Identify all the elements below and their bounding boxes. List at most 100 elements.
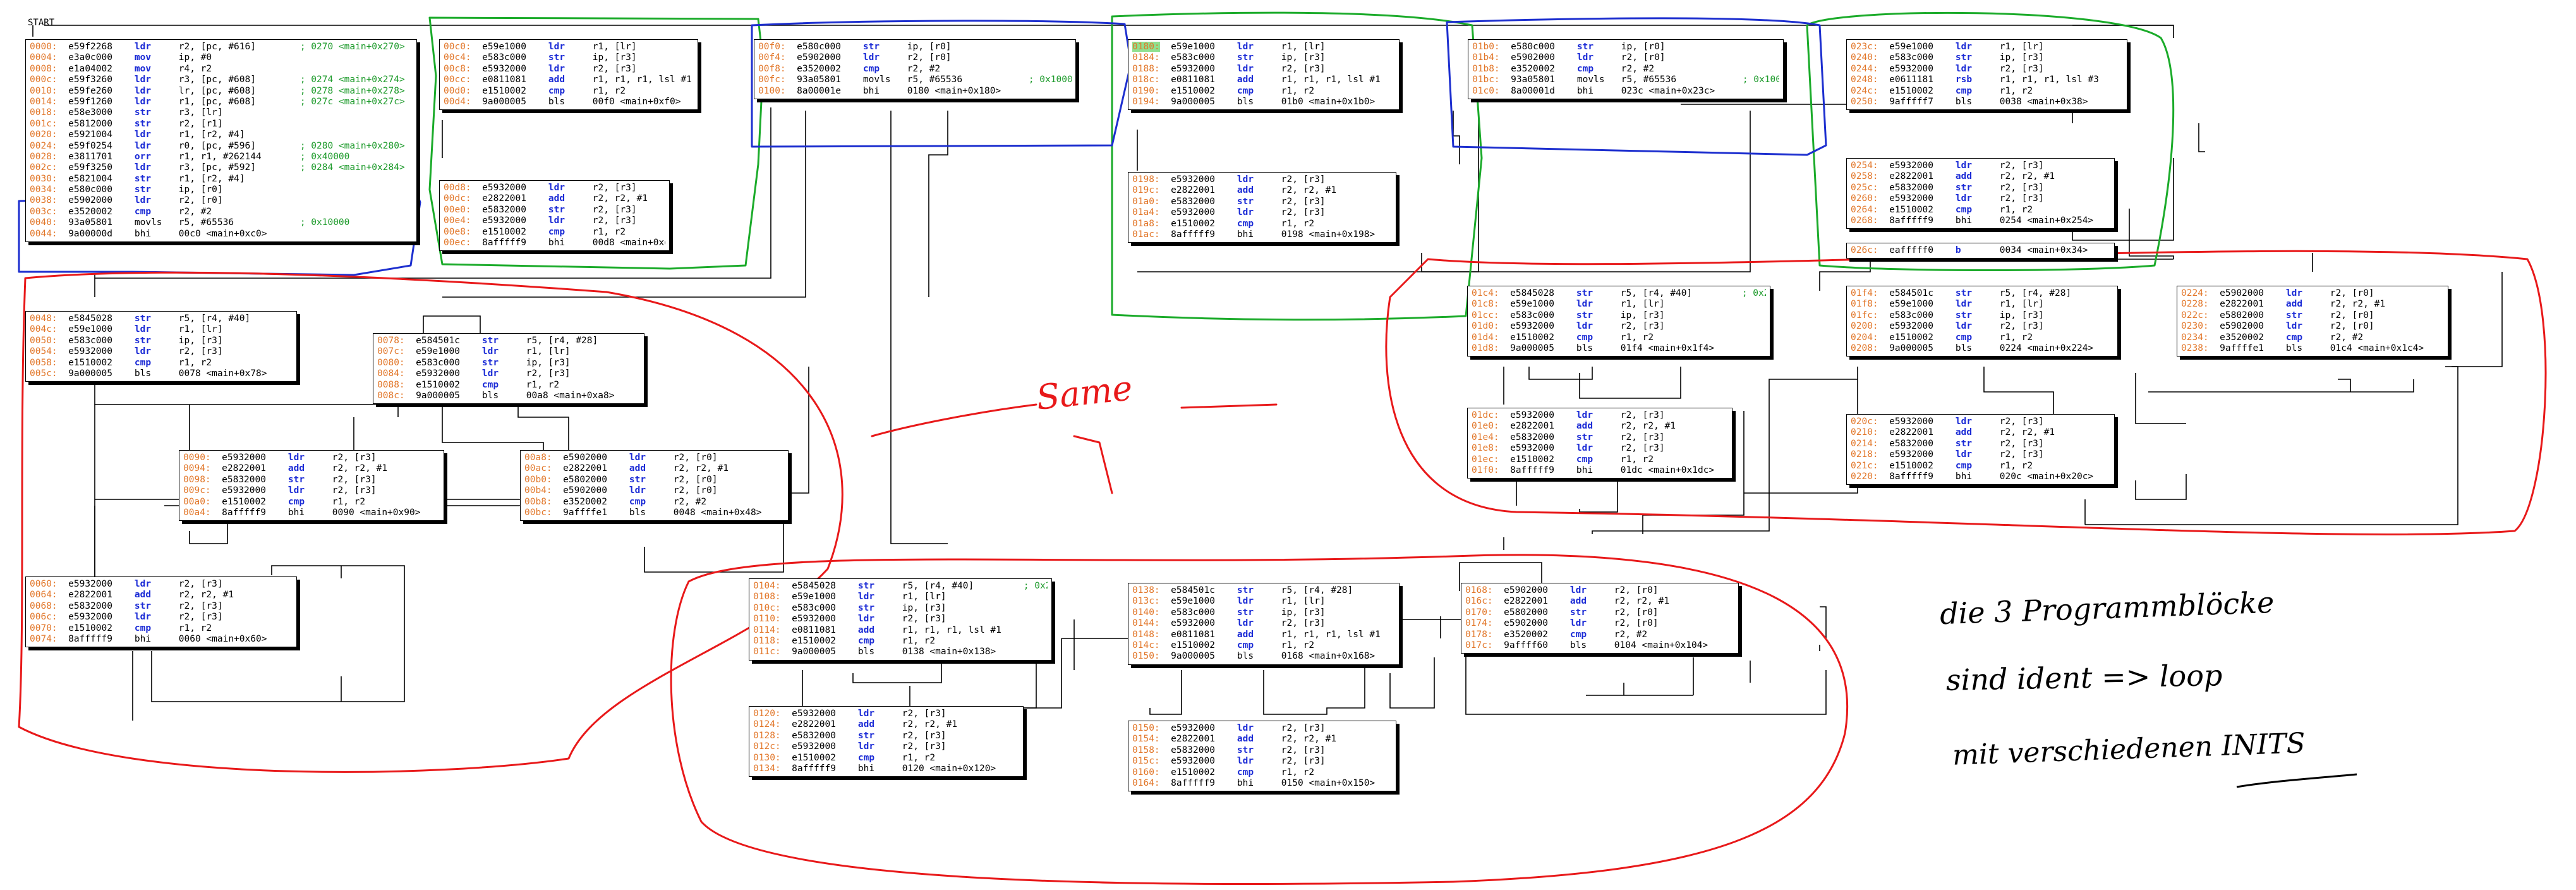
instruction-line[interactable]: 0018: e58e3000 str r3, [lr] <box>30 107 413 118</box>
instruction-line[interactable]: 0258: e2822001 add r2, r2, #1 <box>1851 171 2110 182</box>
instruction-line[interactable]: 00a4: 8afffff9 bhi 0090 <main+0x90> <box>183 508 440 518</box>
instruction-line[interactable]: 0170: e5802000 str r2, [r0] <box>1465 607 1734 618</box>
instruction-line[interactable]: 0218: e5932000 ldr r2, [r3] <box>1851 449 2110 460</box>
instruction-line[interactable]: 020c: e5932000 ldr r2, [r3] <box>1851 417 2110 427</box>
block-0150[interactable]: 0150: e5932000 ldr r2, [r3] 0154: e28220… <box>1128 721 1396 792</box>
instruction-line[interactable]: 0220: 8afffff9 bhi 020c <main+0x20c> <box>1851 472 2110 482</box>
block-01b0[interactable]: 01b0: e580c000 str ip, [r0] 01b4: e59020… <box>1468 39 1784 99</box>
instruction-line[interactable]: 00e4: e5932000 ldr r2, [r3] <box>444 216 665 226</box>
instruction-line[interactable]: 013c: e59e1000 ldr r1, [lr] <box>1132 596 1395 607</box>
instruction-line[interactable]: 00a0: e1510002 cmp r1, r2 <box>183 497 440 508</box>
instruction-line[interactable]: 0184: e583c000 str ip, [r3] <box>1132 52 1395 63</box>
instruction-line[interactable]: 0240: e583c000 str ip, [r3] <box>1851 52 2123 63</box>
instruction-line[interactable]: 00cc: e0811081 add r1, r1, r1, lsl #1 <box>444 75 694 85</box>
block-00c0[interactable]: 00c0: e59e1000 ldr r1, [lr] 00c4: e583c0… <box>439 39 698 111</box>
block-020c[interactable]: 020c: e5932000 ldr r2, [r3] 0210: e28220… <box>1846 414 2115 485</box>
instruction-line[interactable]: 01dc: e5932000 ldr r2, [r3] <box>1472 410 1728 421</box>
instruction-line[interactable]: 0210: e2822001 add r2, r2, #1 <box>1851 427 2110 438</box>
instruction-line[interactable]: 008c: 9a000005 bls 00a8 <main+0xa8> <box>377 391 640 401</box>
block-01c4[interactable]: 01c4: e5845028 str r5, [r4, #40] ; 0x280… <box>1467 286 1770 357</box>
instruction-line[interactable]: 009c: e5932000 ldr r2, [r3] <box>183 485 440 496</box>
instruction-line[interactable]: 00bc: 9affffe1 bls 0048 <main+0x48> <box>524 508 784 518</box>
instruction-line[interactable]: 00dc: e2822001 add r2, r2, #1 <box>444 193 665 204</box>
instruction-line[interactable]: 0010: e59fe260 ldr lr, [pc, #608] ; 0278… <box>30 86 413 97</box>
instruction-line[interactable]: 01ec: e1510002 cmp r1, r2 <box>1472 454 1728 465</box>
instruction-line[interactable]: 00e0: e5832000 str r2, [r3] <box>444 205 665 216</box>
block-0104[interactable]: 0104: e5845028 str r5, [r4, #40] ; 0x280… <box>749 578 1052 661</box>
instruction-line[interactable]: 0144: e5932000 ldr r2, [r3] <box>1132 618 1395 629</box>
instruction-line[interactable]: 01e4: e5832000 str r2, [r3] <box>1472 432 1728 443</box>
instruction-line[interactable]: 01ac: 8afffff9 bhi 0198 <main+0x198> <box>1132 229 1392 240</box>
instruction-line[interactable]: 012c: e5932000 ldr r2, [r3] <box>753 741 1019 752</box>
instruction-line[interactable]: 0260: e5932000 ldr r2, [r3] <box>1851 193 2110 204</box>
instruction-line[interactable]: 014c: e1510002 cmp r1, r2 <box>1132 640 1395 651</box>
instruction-line[interactable]: 004c: e59e1000 ldr r1, [lr] <box>30 324 293 335</box>
instruction-line[interactable]: 018c: e0811081 add r1, r1, r1, lsl #1 <box>1132 75 1395 85</box>
instruction-line[interactable]: 01f4: e584501c str r5, [r4, #28] <box>1851 288 2113 299</box>
instruction-line[interactable]: 0190: e1510002 cmp r1, r2 <box>1132 86 1395 97</box>
instruction-line[interactable]: 0008: e1a04002 mov r4, r2 <box>30 64 413 75</box>
instruction-line[interactable]: 0238: 9affffe1 bls 01c4 <main+0x1c4> <box>2181 343 2444 354</box>
block-026c[interactable]: 026c: eafffff0 b 0034 <main+0x34> <box>1846 243 2115 259</box>
instruction-line[interactable]: 00c0: e59e1000 ldr r1, [lr] <box>444 42 694 52</box>
instruction-line[interactable]: 01b0: e580c000 str ip, [r0] <box>1472 42 1779 52</box>
instruction-line[interactable]: 0150: 9a000005 bls 0168 <main+0x168> <box>1132 651 1395 662</box>
instruction-line[interactable]: 00c4: e583c000 str ip, [r3] <box>444 52 694 63</box>
instruction-line[interactable]: 0214: e5832000 str r2, [r3] <box>1851 439 2110 449</box>
instruction-line[interactable]: 0024: e59f0254 ldr r0, [pc, #596] ; 0280… <box>30 141 413 152</box>
instruction-line[interactable]: 0034: e580c000 str ip, [r0] <box>30 185 413 195</box>
instruction-line[interactable]: 002c: e59f3250 ldr r3, [pc, #592] ; 0284… <box>30 162 413 173</box>
instruction-line[interactable]: 0070: e1510002 cmp r1, r2 <box>30 623 293 634</box>
instruction-line[interactable]: 0068: e5832000 str r2, [r3] <box>30 601 293 612</box>
instruction-line[interactable]: 0050: e583c000 str ip, [r3] <box>30 336 293 346</box>
instruction-line[interactable]: 0088: e1510002 cmp r1, r2 <box>377 380 640 391</box>
block-0254[interactable]: 0254: e5932000 ldr r2, [r3] 0258: e28220… <box>1846 158 2115 229</box>
instruction-line[interactable]: 0264: e1510002 cmp r1, r2 <box>1851 205 2110 216</box>
instruction-line[interactable]: 01a8: e1510002 cmp r1, r2 <box>1132 219 1392 229</box>
instruction-line[interactable]: 0180: e59e1000 ldr r1, [lr] <box>1132 42 1395 52</box>
instruction-line[interactable]: 0090: e5932000 ldr r2, [r3] <box>183 453 440 463</box>
block-0000[interactable]: 0000: e59f2268 ldr r2, [pc, #616] ; 0270… <box>25 39 417 243</box>
instruction-line[interactable]: 0000: e59f2268 ldr r2, [pc, #616] ; 0270… <box>30 42 413 52</box>
instruction-line[interactable]: 0084: e5932000 ldr r2, [r3] <box>377 369 640 379</box>
instruction-line[interactable]: 0100: 8a00001e bhi 0180 <main+0x180> <box>758 86 1072 97</box>
instruction-line[interactable]: 0128: e5832000 str r2, [r3] <box>753 731 1019 741</box>
instruction-line[interactable]: 026c: eafffff0 b 0034 <main+0x34> <box>1851 245 2110 256</box>
instruction-line[interactable]: 000c: e59f3260 ldr r3, [pc, #608] ; 0274… <box>30 75 413 85</box>
instruction-line[interactable]: 00f0: e580c000 str ip, [r0] <box>758 42 1072 52</box>
instruction-line[interactable]: 022c: e5802000 str r2, [r0] <box>2181 310 2444 321</box>
instruction-line[interactable]: 0120: e5932000 ldr r2, [r3] <box>753 709 1019 719</box>
instruction-line[interactable]: 021c: e1510002 cmp r1, r2 <box>1851 461 2110 472</box>
instruction-line[interactable]: 0178: e3520002 cmp r2, #2 <box>1465 630 1734 640</box>
instruction-line[interactable]: 01b4: e5902000 ldr r2, [r0] <box>1472 52 1779 63</box>
block-00a8[interactable]: 00a8: e5902000 ldr r2, [r0] 00ac: e28220… <box>520 450 789 521</box>
instruction-line[interactable]: 00a8: e5902000 ldr r2, [r0] <box>524 453 784 463</box>
instruction-line[interactable]: 0208: 9a000005 bls 0224 <main+0x224> <box>1851 343 2113 354</box>
instruction-line[interactable]: 0020: e5921004 ldr r1, [r2, #4] <box>30 130 413 140</box>
instruction-line[interactable]: 019c: e2822001 add r2, r2, #1 <box>1132 185 1392 196</box>
instruction-line[interactable]: 00f4: e5902000 ldr r2, [r0] <box>758 52 1072 63</box>
instruction-line[interactable]: 0150: e5932000 ldr r2, [r3] <box>1132 723 1392 734</box>
instruction-line[interactable]: 0074: 8afffff9 bhi 0060 <main+0x60> <box>30 634 293 645</box>
instruction-line[interactable]: 0138: e584501c str r5, [r4, #28] <box>1132 585 1395 596</box>
block-0090[interactable]: 0090: e5932000 ldr r2, [r3] 0094: e28220… <box>179 450 444 521</box>
instruction-line[interactable]: 0058: e1510002 cmp r1, r2 <box>30 358 293 369</box>
instruction-line[interactable]: 01bc: 93a05801 movls r5, #65536 ; 0x1000… <box>1472 75 1779 85</box>
instruction-line[interactable]: 025c: e5832000 str r2, [r3] <box>1851 183 2110 193</box>
instruction-line[interactable]: 01a4: e5932000 ldr r2, [r3] <box>1132 207 1392 218</box>
instruction-line[interactable]: 011c: 9a000005 bls 0138 <main+0x138> <box>753 647 1048 657</box>
block-00d8[interactable]: 00d8: e5932000 ldr r2, [r3] 00dc: e28220… <box>439 180 670 252</box>
instruction-line[interactable]: 0254: e5932000 ldr r2, [r3] <box>1851 161 2110 171</box>
block-0168[interactable]: 0168: e5902000 ldr r2, [r0] 016c: e28220… <box>1461 583 1739 654</box>
instruction-line[interactable]: 01f8: e59e1000 ldr r1, [lr] <box>1851 299 2113 310</box>
instruction-line[interactable]: 0160: e1510002 cmp r1, r2 <box>1132 767 1392 778</box>
instruction-line[interactable]: 0114: e0811081 add r1, r1, r1, lsl #1 <box>753 625 1048 636</box>
block-01dc[interactable]: 01dc: e5932000 ldr r2, [r3] 01e0: e28220… <box>1467 408 1732 479</box>
instruction-line[interactable]: 007c: e59e1000 ldr r1, [lr] <box>377 346 640 357</box>
instruction-line[interactable]: 006c: e5932000 ldr r2, [r3] <box>30 612 293 623</box>
instruction-line[interactable]: 0078: e584501c str r5, [r4, #28] <box>377 336 640 346</box>
instruction-line[interactable]: 003c: e3520002 cmp r2, #2 <box>30 207 413 217</box>
instruction-line[interactable]: 01e0: e2822001 add r2, r2, #1 <box>1472 421 1728 432</box>
instruction-line[interactable]: 0154: e2822001 add r2, r2, #1 <box>1132 734 1392 745</box>
instruction-line[interactable]: 0098: e5832000 str r2, [r3] <box>183 475 440 485</box>
